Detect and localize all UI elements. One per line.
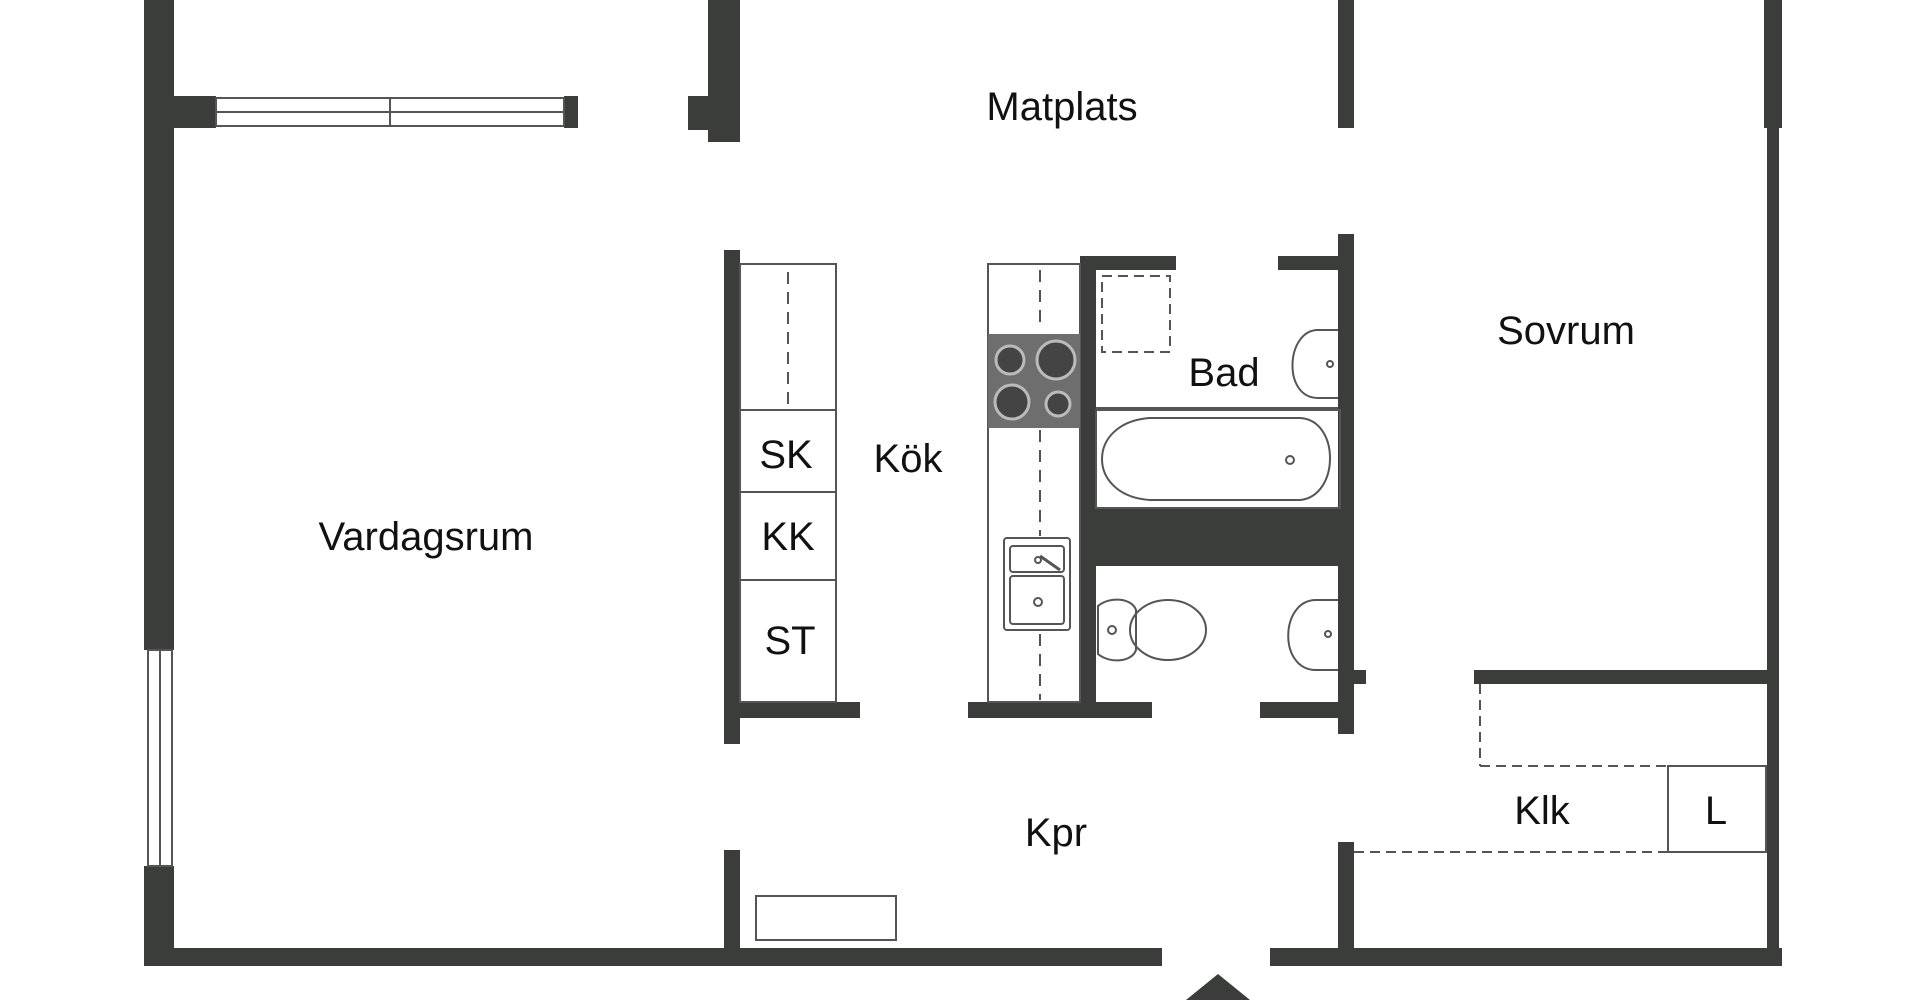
room-label-klk: Klk <box>1514 789 1571 833</box>
appliance-label-st: ST <box>764 619 815 663</box>
toilet-icon <box>1097 598 1207 662</box>
wall-kitchen-left <box>724 250 740 744</box>
stove-burner-2 <box>1035 339 1077 381</box>
wall-wardrobe-top <box>1474 670 1774 684</box>
linen-closet <box>1667 765 1767 853</box>
bathtub-icon <box>1095 409 1341 509</box>
sink-outer <box>1003 537 1071 631</box>
wall-dining-right <box>1338 0 1354 128</box>
washbasin-icon <box>1287 599 1338 671</box>
sink-drain-small <box>1034 556 1042 564</box>
wall-outer-right-lower <box>1767 128 1779 966</box>
toilet-button <box>1107 625 1117 635</box>
radiator-icon <box>755 895 897 941</box>
toilet-tank <box>1097 598 1137 662</box>
wall-bath-top-right <box>1278 256 1352 270</box>
wall-bath-bottom-left <box>1080 702 1152 718</box>
sink-basin-large <box>1009 575 1065 625</box>
room-label-bad: Bad <box>1188 351 1259 395</box>
wall-outer-bottom-left <box>144 948 1162 966</box>
appliance-label-sk: SK <box>759 433 813 477</box>
room-label-vardagsrum: Vardagsrum <box>319 515 534 559</box>
wall-window-end <box>564 96 578 128</box>
walls <box>144 0 1782 966</box>
shower-icon <box>1101 275 1171 353</box>
wall-bath-top-left <box>1080 256 1176 270</box>
room-label-matplats: Matplats <box>986 85 1137 129</box>
room-label-kpr: Kpr <box>1025 811 1087 855</box>
bathtub-drain <box>1285 455 1295 465</box>
counter-left-frame <box>739 263 837 703</box>
wall-dining-pier <box>708 0 740 142</box>
toilet-bowl <box>1129 599 1207 661</box>
wall-dining-stub <box>688 96 710 130</box>
washbasin-top-tap <box>1326 360 1334 368</box>
washbasin-top <box>1291 329 1338 399</box>
wall-kitchen-bottom-left <box>724 702 860 718</box>
washbasin-icon <box>1291 329 1338 399</box>
wall-hall-right <box>1338 842 1354 966</box>
stove-burner-3 <box>993 383 1031 421</box>
wall-hall-left <box>724 850 740 966</box>
appliance-label-l: L <box>1705 789 1727 833</box>
sink-faucet <box>1039 554 1061 572</box>
wall-bath-stub <box>1338 670 1366 684</box>
bathtub-frame <box>1095 409 1341 509</box>
wall-bath-left <box>1080 256 1096 718</box>
window-icon <box>147 97 565 867</box>
entrance-arrow-icon <box>1186 974 1250 1000</box>
wall-outer-right <box>1764 0 1782 128</box>
washbasin-bottom <box>1287 599 1338 671</box>
wall-bath-bottom-right <box>1260 702 1354 718</box>
counter-right-frame <box>987 263 1081 703</box>
wardrobe <box>1354 684 1767 853</box>
appliance-label-kk: KK <box>761 515 815 559</box>
stove-burner-1 <box>994 344 1026 376</box>
stove-icon <box>988 334 1080 428</box>
kitchen-sink-icon <box>1003 537 1071 631</box>
kitchen-counter-left <box>739 263 837 703</box>
sink-basin-small <box>1009 545 1065 573</box>
room-label-sovrum: Sovrum <box>1497 309 1635 353</box>
wall-outer-bottom-right <box>1270 948 1782 966</box>
bathtub-basin <box>1101 417 1331 501</box>
sink-drain-large <box>1033 597 1043 607</box>
wall-bath-divider <box>1090 508 1340 566</box>
wall-living-top <box>144 96 216 128</box>
stove-burner-4 <box>1044 390 1072 418</box>
wall-bath-right <box>1338 234 1354 734</box>
washbasin-bottom-tap <box>1324 630 1332 638</box>
room-label-kok: Kök <box>874 437 944 481</box>
kitchen-counter-right <box>987 263 1081 703</box>
